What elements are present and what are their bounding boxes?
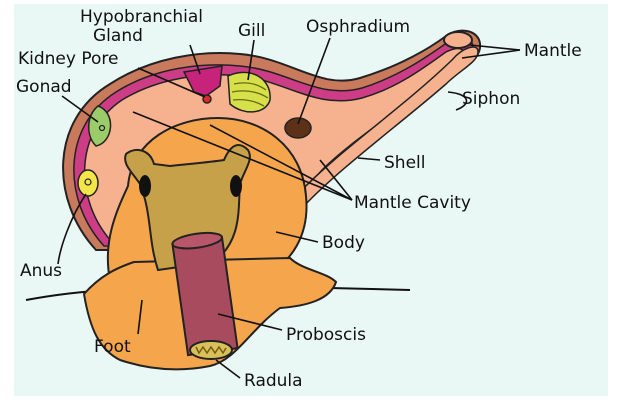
label-shell: Shell [384,153,425,173]
label-anus: Anus [20,261,62,281]
anus-organ [78,170,98,196]
label-osphradium: Osphradium [306,17,410,37]
label-gill: Gill [238,21,265,41]
label-mantle: Mantle [524,41,582,61]
label-foot: Foot [94,337,131,357]
siphon-opening [444,32,472,48]
radula [190,341,232,359]
right-eye [230,175,242,197]
label-gonad: Gonad [16,77,72,97]
label-body: Body [322,233,365,253]
label-siphon: Siphon [462,89,520,109]
label-kidney-pore: Kidney Pore [18,49,118,69]
label-hypobranchial-line1: Hypobranchial [80,7,203,27]
label-radula: Radula [244,371,303,391]
osphradium [285,118,311,138]
label-proboscis: Proboscis [286,325,366,345]
label-hypobranchial-line2: Gland [93,26,143,46]
left-eye [139,175,151,197]
label-mantle-cavity: Mantle Cavity [354,193,471,213]
